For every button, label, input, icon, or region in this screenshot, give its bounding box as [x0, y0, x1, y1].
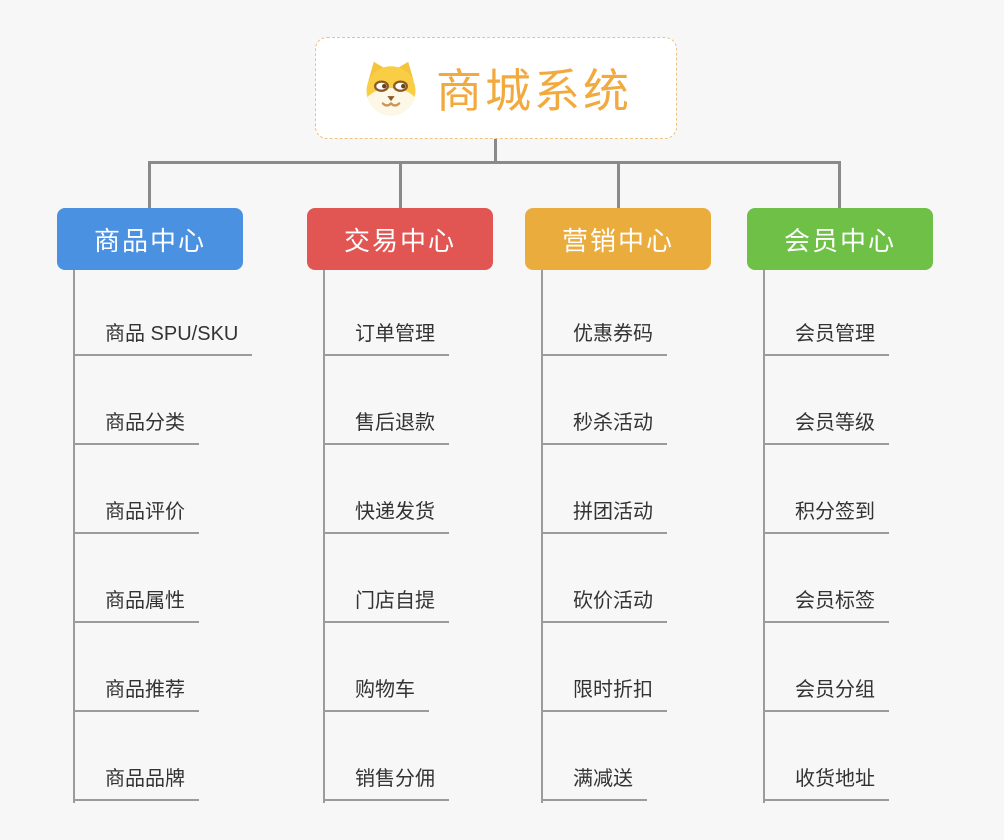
dog-face-icon	[366, 61, 416, 116]
leaf-node[interactable]: 优惠券码	[541, 320, 667, 356]
drop-line-product	[148, 161, 151, 208]
drop-line-member	[838, 161, 841, 208]
leaf-node[interactable]: 商品评价	[73, 498, 199, 534]
drop-line-marketing	[617, 161, 620, 208]
leaf-node[interactable]: 订单管理	[323, 320, 449, 356]
leaf-node[interactable]: 商品品牌	[73, 765, 199, 801]
root-stem-line	[494, 139, 497, 164]
branch-product-center: 商品中心 商品 SPU/SKU 商品分类 商品评价 商品属性 商品推荐 商品品牌	[57, 208, 297, 808]
leaf-node[interactable]: 销售分佣	[323, 765, 449, 801]
root-node[interactable]: 商城系统	[315, 37, 677, 139]
branch-header-marketing[interactable]: 营销中心	[525, 208, 711, 270]
root-title: 商城系统	[436, 65, 632, 117]
leaf-node[interactable]: 会员分组	[763, 676, 889, 712]
leaf-node[interactable]: 商品 SPU/SKU	[73, 320, 253, 356]
drop-line-trade	[399, 161, 402, 208]
leaf-node[interactable]: 拼团活动	[541, 498, 667, 534]
branch-trunk-line	[73, 270, 75, 803]
leaf-node[interactable]: 商品推荐	[73, 676, 199, 712]
leaf-node[interactable]: 门店自提	[323, 587, 449, 623]
branch-trade-center: 交易中心 订单管理 售后退款 快递发货 门店自提 购物车 销售分佣	[307, 208, 547, 808]
branch-marketing-center: 营销中心 优惠券码 秒杀活动 拼团活动 砍价活动 限时折扣 满减送	[525, 208, 765, 808]
leaf-node[interactable]: 限时折扣	[541, 676, 667, 712]
branch-trunk-line	[323, 270, 325, 803]
branch-header-product[interactable]: 商品中心	[57, 208, 243, 270]
leaf-node[interactable]: 秒杀活动	[541, 409, 667, 445]
leaf-node[interactable]: 会员等级	[763, 409, 889, 445]
branch-member-center: 会员中心 会员管理 会员等级 积分签到 会员标签 会员分组 收货地址	[747, 208, 987, 808]
leaf-node[interactable]: 售后退款	[323, 409, 449, 445]
branch-trunk-line	[763, 270, 765, 803]
leaf-node[interactable]: 满减送	[541, 765, 647, 801]
leaf-node[interactable]: 砍价活动	[541, 587, 667, 623]
leaf-node[interactable]: 会员标签	[763, 587, 889, 623]
leaf-node[interactable]: 会员管理	[763, 320, 889, 356]
leaf-node[interactable]: 商品分类	[73, 409, 199, 445]
leaf-node[interactable]: 购物车	[323, 676, 429, 712]
horizontal-connector-line	[149, 161, 840, 164]
branch-header-member[interactable]: 会员中心	[747, 208, 933, 270]
leaf-node[interactable]: 商品属性	[73, 587, 199, 623]
branch-header-trade[interactable]: 交易中心	[307, 208, 493, 270]
leaf-node[interactable]: 积分签到	[763, 498, 889, 534]
leaf-node[interactable]: 快递发货	[323, 498, 449, 534]
branch-trunk-line	[541, 270, 543, 803]
leaf-node[interactable]: 收货地址	[763, 765, 889, 801]
